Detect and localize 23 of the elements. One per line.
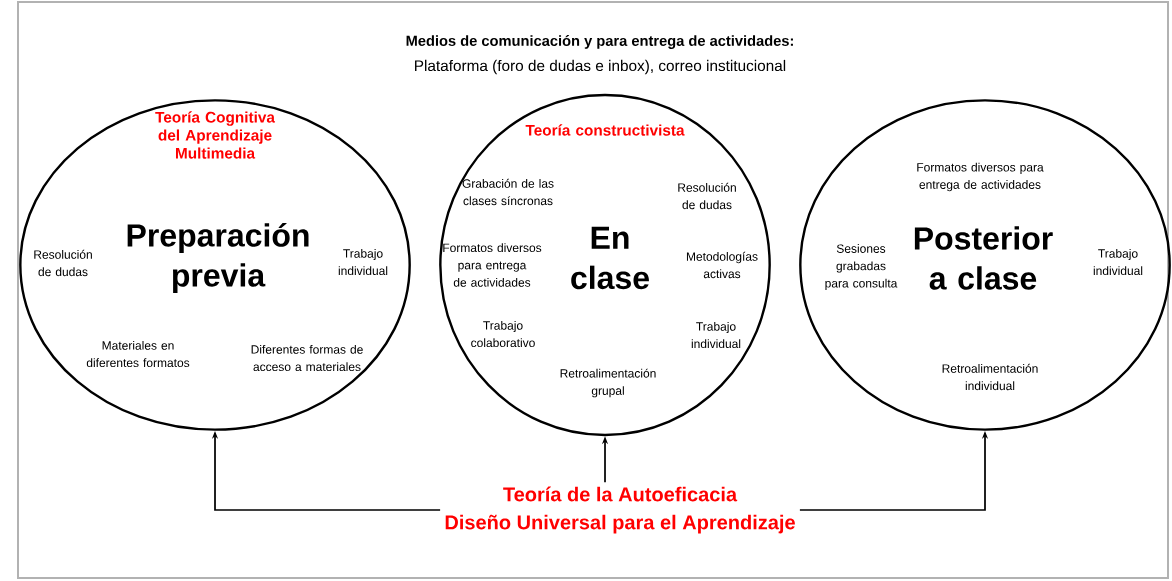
item-text: Trabajo individual <box>338 248 388 276</box>
item-text: Diferentes formas de acceso a materiales <box>251 344 363 372</box>
item-text: Formatos diversos para entrega de actividades <box>917 162 1044 192</box>
item-text: Formatos diversos para entrega de actividades <box>443 243 542 287</box>
subtitle: Plataforma (foro de dudas e inbox), correo institucional <box>415 59 786 75</box>
item-text: Trabajo individual <box>1093 248 1143 276</box>
item-text: Resolución de dudas <box>678 182 736 210</box>
item-text: Retroalimentación individual <box>942 363 1038 391</box>
theory-heading: Teoría constructivista <box>525 124 685 136</box>
theory-heading: Teoría Cognitiva del Aprendizaje Multimedia <box>155 111 275 159</box>
item-text: Metodologías activas <box>686 251 758 279</box>
phase-title: En clase <box>571 226 649 290</box>
title: Medios de comunicación y para entrega de actividades: <box>406 35 793 49</box>
item-text: Sesiones grabadas para consulta <box>825 244 898 290</box>
item-text: Materiales en diferentes formatos <box>86 340 190 368</box>
item-text: Trabajo colaborativo <box>471 320 535 348</box>
theory-text: Teoría de la Autoeficacia Diseño Universal para el Aprendizaje <box>445 486 795 534</box>
phase-title: Posterior a clase <box>914 226 1053 290</box>
item-text: Resolución de dudas <box>34 249 92 277</box>
phase-title: Preparación previa <box>127 222 309 294</box>
item-text: Retroalimentación grupal <box>560 368 656 398</box>
item-text: Grabación de las clases síncronas <box>462 178 554 206</box>
item-text: Trabajo individual <box>691 321 741 349</box>
